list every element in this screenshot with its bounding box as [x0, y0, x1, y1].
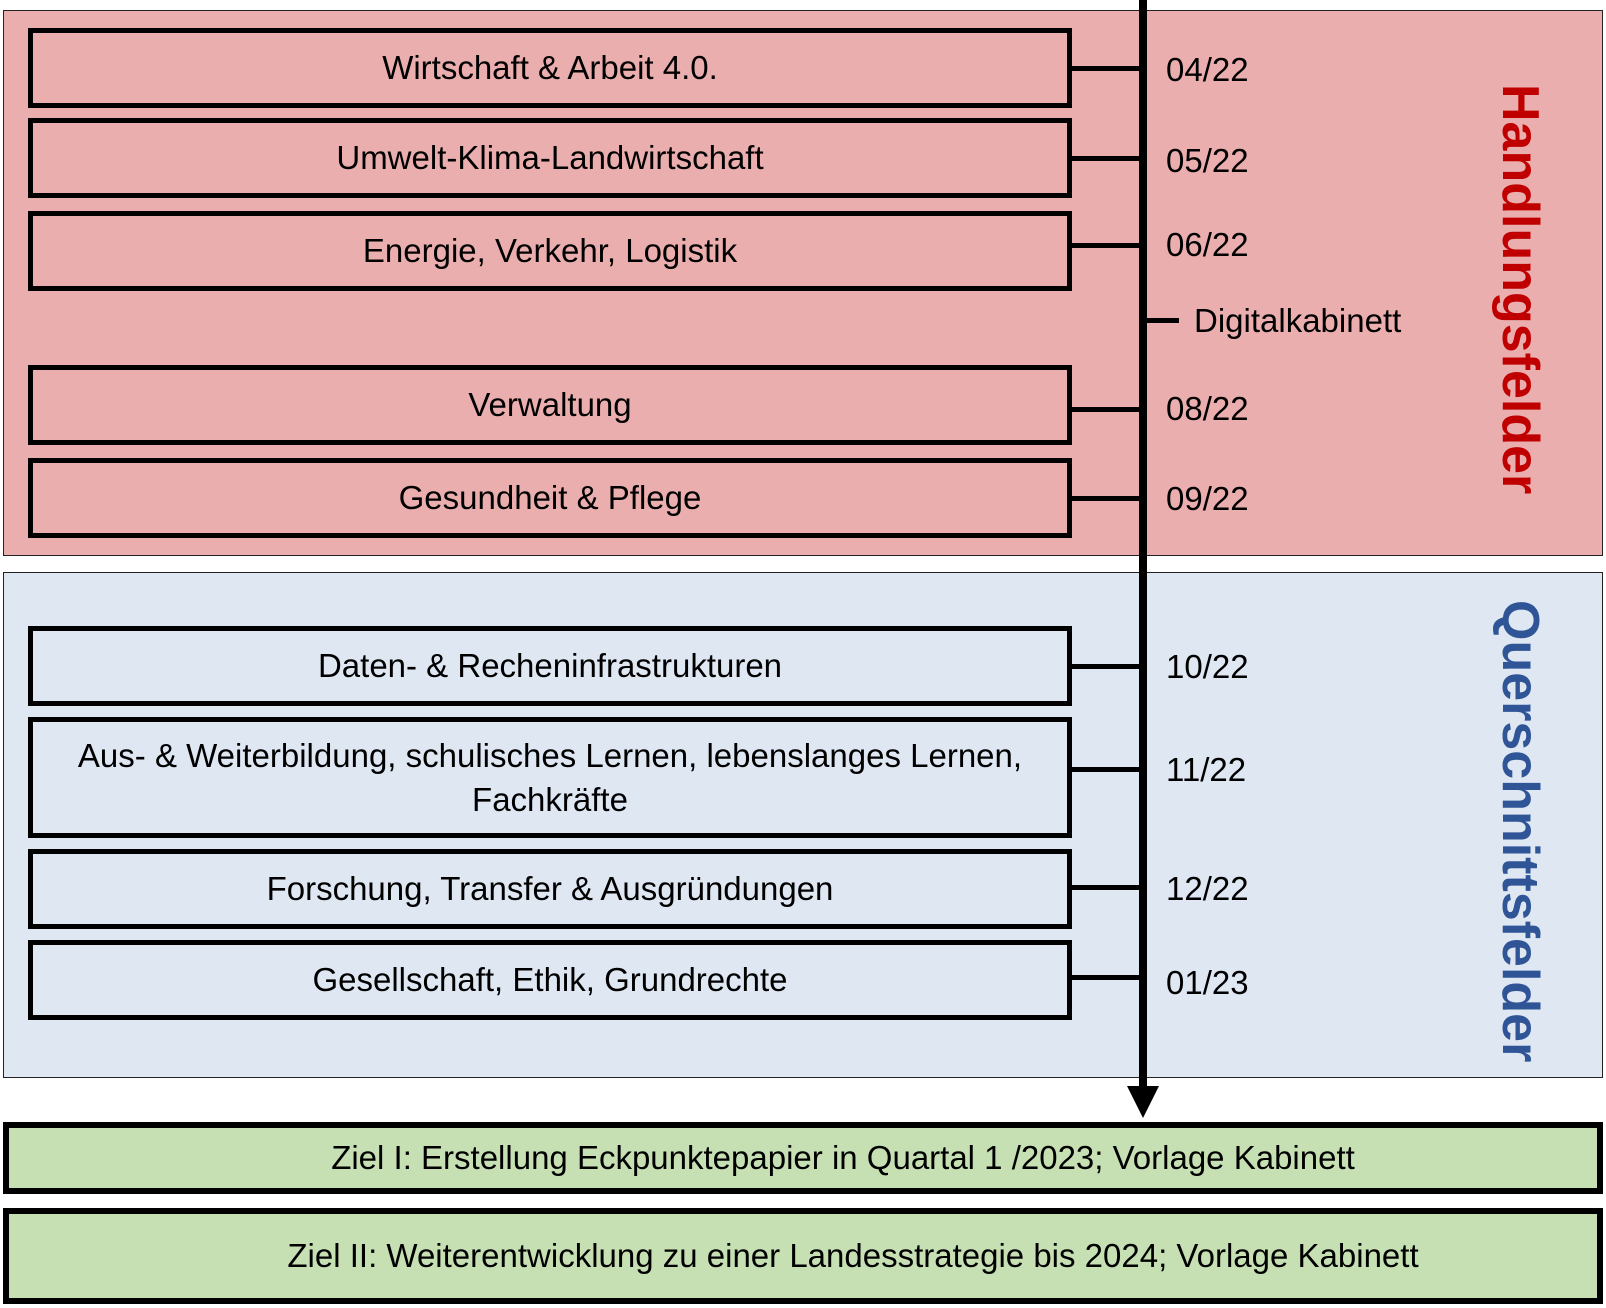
- date-label: 08/22: [1166, 390, 1249, 427]
- connector-line: [1072, 885, 1140, 890]
- field-box-bildung: Aus- & Weiterbildung, schulisches Lernen…: [28, 717, 1072, 838]
- connector-line: [1072, 156, 1140, 161]
- timeline-axis: [1139, 0, 1147, 1090]
- field-label: Forschung, Transfer & Ausgründungen: [266, 870, 834, 907]
- field-label: Gesellschaft, Ethik, Grundrechte: [312, 961, 788, 998]
- date-label: 12/22: [1166, 870, 1249, 907]
- connector-line: [1072, 407, 1140, 412]
- connector-line: [1072, 767, 1140, 772]
- goal-label: Ziel I: Erstellung Eckpunktepapier in Qu…: [331, 1139, 1355, 1176]
- date-label: 04/22: [1166, 51, 1249, 88]
- connector-line: [1072, 975, 1140, 980]
- field-box-forschung: Forschung, Transfer & Ausgründungen: [28, 849, 1072, 929]
- field-box-energie: Energie, Verkehr, Logistik: [28, 211, 1072, 291]
- field-label: Daten- & Recheninfrastrukturen: [317, 647, 783, 684]
- field-box-verwaltung: Verwaltung: [28, 365, 1072, 445]
- connector-line: [1072, 496, 1140, 501]
- field-label: Energie, Verkehr, Logistik: [362, 232, 738, 269]
- field-box-daten: Daten- & Recheninfrastrukturen: [28, 626, 1072, 706]
- field-label: Gesundheit & Pflege: [398, 479, 702, 516]
- field-label: Umwelt-Klima-Landwirtschaft: [336, 139, 764, 176]
- querschnittsfelder-title: Querschnittsfelder: [1491, 600, 1549, 1063]
- milestone-tick: [1145, 318, 1179, 323]
- field-box-umwelt: Umwelt-Klima-Landwirtschaft: [28, 118, 1072, 198]
- goal-box-1: Ziel I: Erstellung Eckpunktepapier in Qu…: [3, 1122, 1603, 1194]
- date-label: 05/22: [1166, 142, 1249, 179]
- timeline-arrowhead: [1127, 1086, 1159, 1118]
- date-label: 10/22: [1166, 648, 1249, 685]
- field-box-gesundheit: Gesundheit & Pflege: [28, 458, 1072, 538]
- date-label: 06/22: [1166, 226, 1249, 263]
- field-box-wirtschaft: Wirtschaft & Arbeit 4.0.: [28, 28, 1072, 108]
- date-label: 09/22: [1166, 480, 1249, 517]
- milestone-label: Digitalkabinett: [1194, 302, 1402, 339]
- goal-label: Ziel II: Weiterentwicklung zu einer Land…: [287, 1237, 1419, 1274]
- field-label: Wirtschaft & Arbeit 4.0.: [382, 49, 718, 86]
- date-label: 11/22: [1166, 751, 1247, 788]
- connector-line: [1072, 243, 1140, 248]
- date-label: 01/23: [1166, 964, 1249, 1001]
- goal-box-2: Ziel II: Weiterentwicklung zu einer Land…: [3, 1208, 1603, 1304]
- connector-line: [1072, 664, 1140, 669]
- connector-line: [1072, 66, 1140, 71]
- field-label: Aus- & Weiterbildung, schulisches Lernen…: [77, 736, 1023, 818]
- field-label: Verwaltung: [468, 386, 632, 423]
- field-box-gesellschaft: Gesellschaft, Ethik, Grundrechte: [28, 940, 1072, 1020]
- handlungsfelder-title: Handlungsfelder: [1491, 84, 1549, 495]
